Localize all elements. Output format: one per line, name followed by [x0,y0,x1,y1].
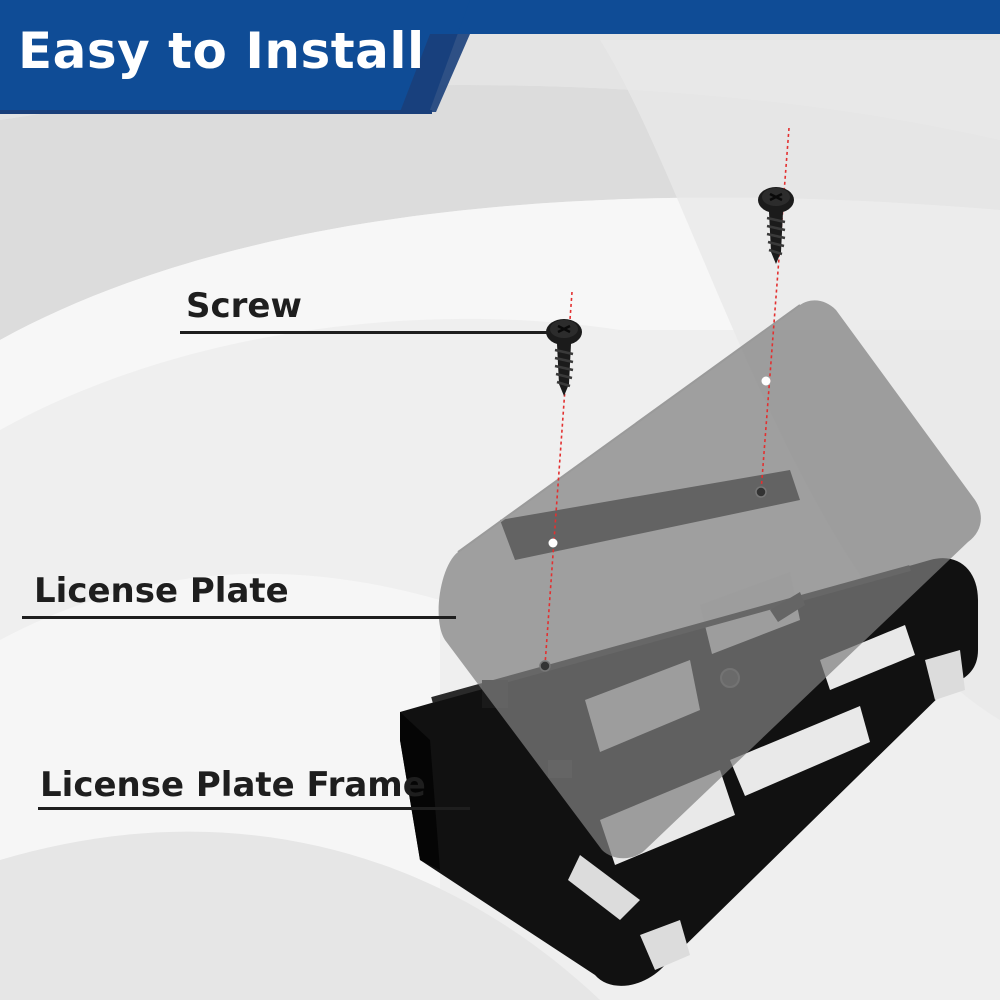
callout-screw: Screw [186,286,302,326]
frame-hole-right [755,486,767,498]
banner-accent [400,34,470,112]
phillips-screw-icon [546,319,582,396]
plate-hole-left [548,538,558,548]
callout-license-plate-frame: License Plate Frame [40,765,426,805]
callout-line-screw [180,331,550,334]
frame-hole-left [539,660,551,672]
plate-hole-right [761,376,771,386]
callout-license-plate: License Plate [34,571,289,611]
phillips-screw-icon [758,187,794,264]
banner-panel [0,0,470,110]
title-banner [0,0,1000,114]
banner-title: Easy to Install [18,22,425,80]
callout-line-license-plate [22,616,456,619]
callout-line-license-plate-frame [38,807,470,810]
license-plate [438,300,981,859]
